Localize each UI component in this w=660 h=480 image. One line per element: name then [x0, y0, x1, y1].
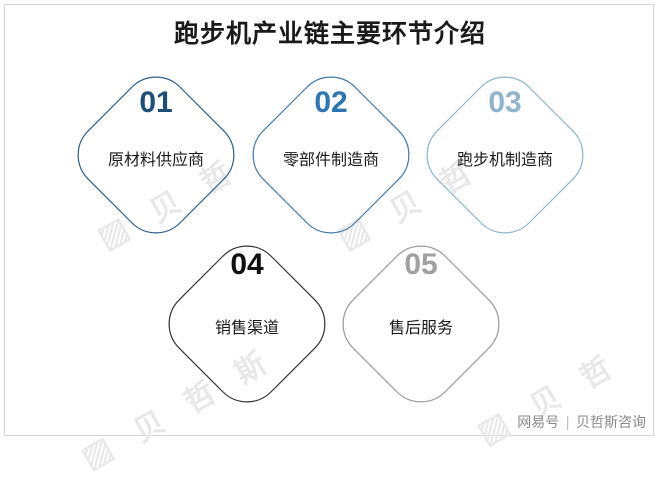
node-label-04: 销售渠道 — [167, 314, 327, 338]
node-number-01: 01 — [116, 86, 196, 120]
node-number-02: 02 — [291, 86, 371, 120]
node-label-03: 跑步机制造商 — [425, 146, 585, 170]
diagram-shapes — [0, 0, 660, 442]
footer-source: 网易号 — [517, 415, 559, 431]
node-label-02: 零部件制造商 — [251, 146, 411, 170]
source-footer: 网易号 | 贝哲斯咨询 — [517, 412, 646, 432]
node-number-04: 04 — [207, 248, 287, 282]
node-label-01: 原材料供应商 — [76, 146, 236, 170]
node-label-05: 售后服务 — [341, 314, 501, 338]
node-number-05: 05 — [381, 248, 461, 282]
node-number-03: 03 — [465, 86, 545, 120]
footer-brand: 贝哲斯咨询 — [576, 415, 646, 431]
footer-separator: | — [565, 415, 570, 431]
